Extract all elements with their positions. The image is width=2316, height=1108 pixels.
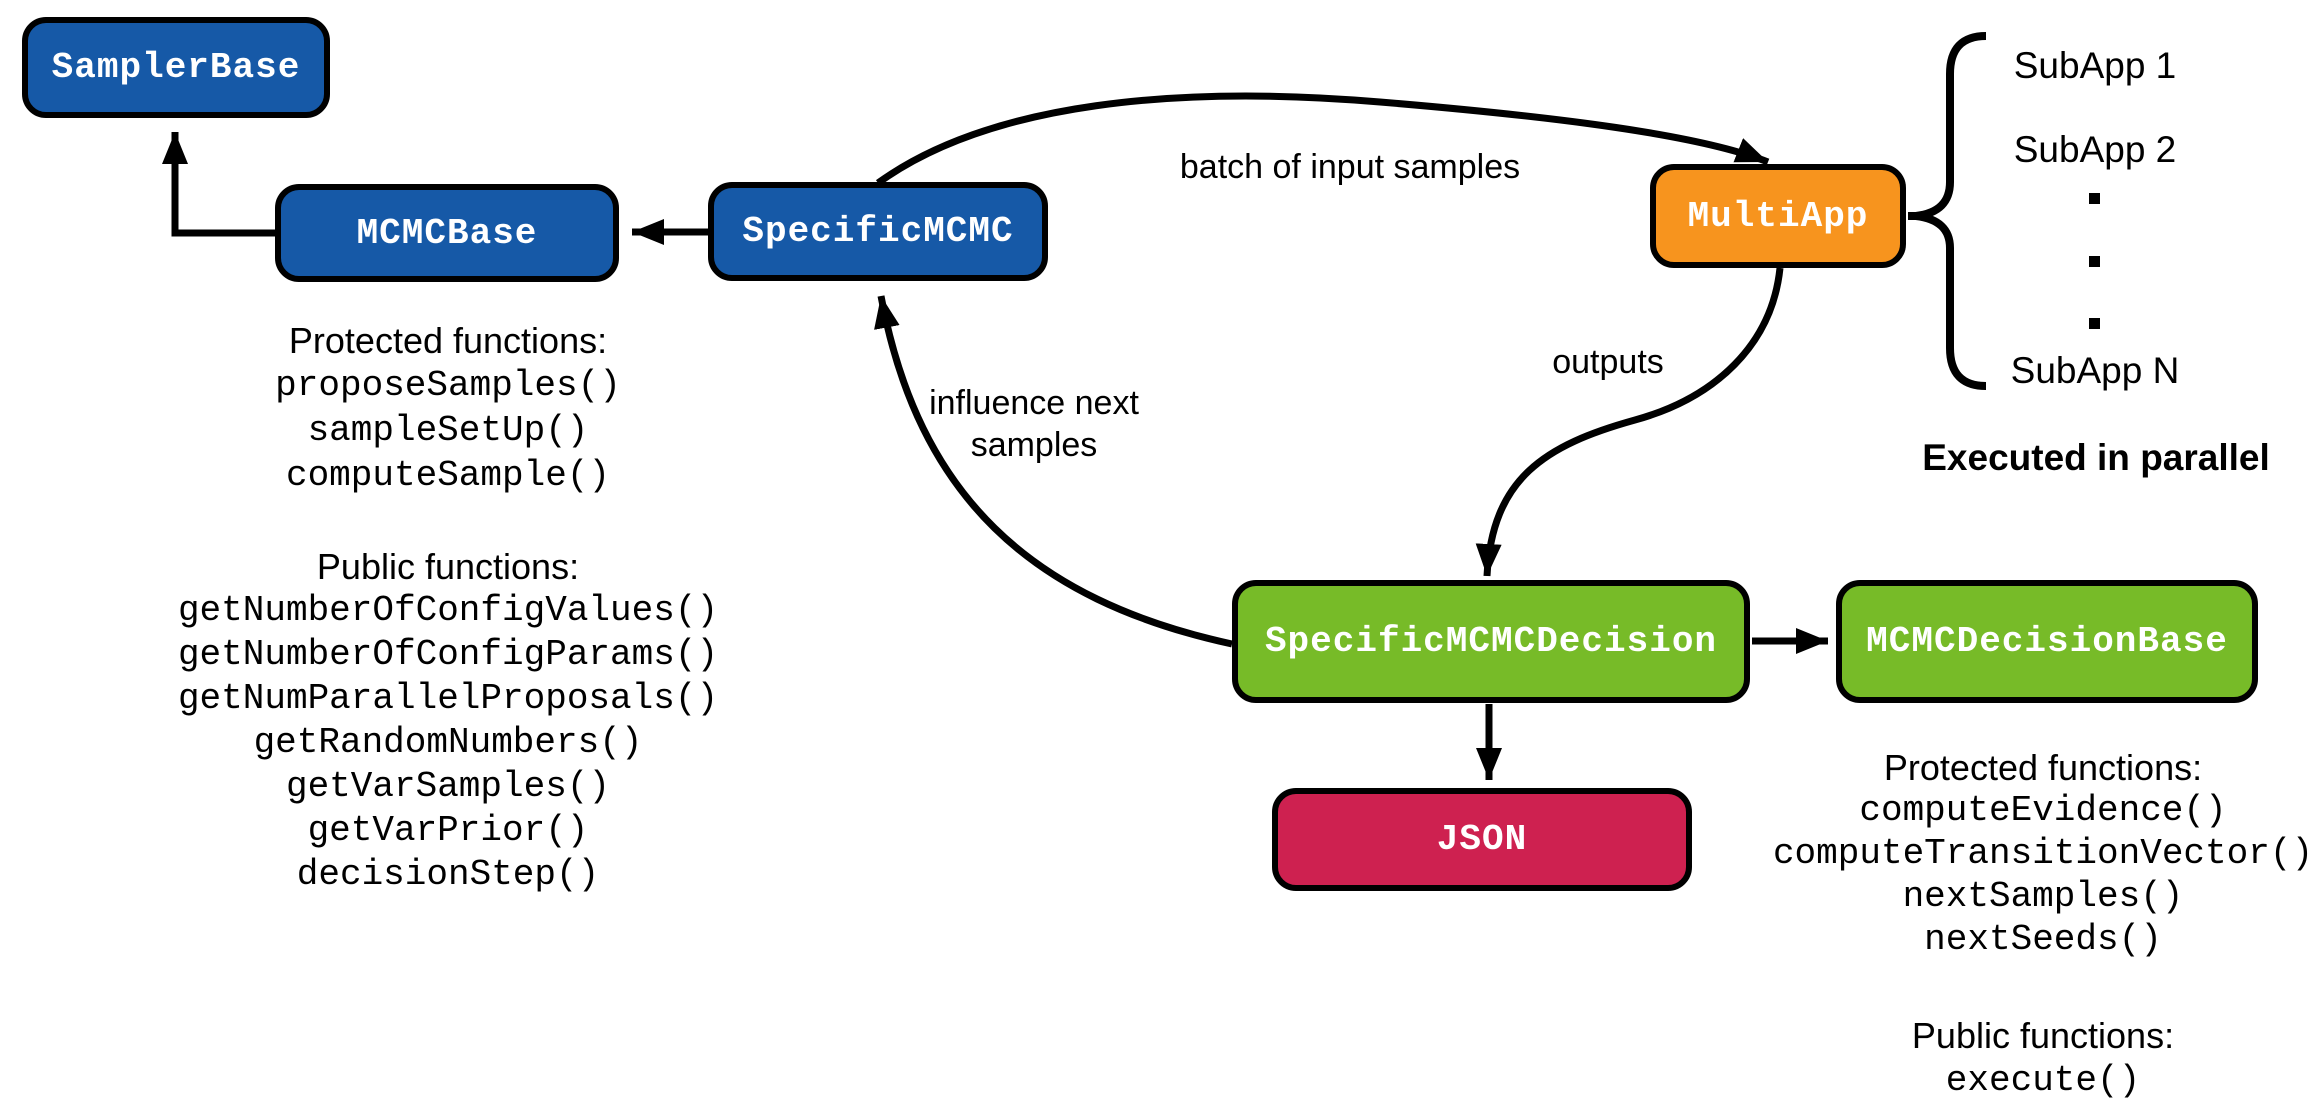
edge-batch-of-input-samples xyxy=(875,92,1770,186)
label-batch-of-input-samples: batch of input samples xyxy=(1179,148,1521,186)
ellipsis-dot xyxy=(2089,193,2100,204)
subapp-item-1: SubApp 1 xyxy=(2013,45,2177,86)
function-item: getVarPrior() xyxy=(307,810,589,851)
subapp-brace xyxy=(1915,32,1987,390)
function-item: decisionStep() xyxy=(296,854,600,895)
node-mcmcdecisionbase: MCMCDecisionBase xyxy=(1836,580,2258,703)
function-item: computeTransitionVector() xyxy=(1772,833,2314,874)
public-functions-title: Public functions: xyxy=(1911,1015,2175,1056)
edge-mcmcbase-to-samplerbase xyxy=(162,132,275,237)
function-item: getNumberOfConfigValues() xyxy=(177,590,719,631)
decisionbase-public-functions: Public functions: execute() xyxy=(1743,1013,2316,1103)
edge-influence-next-samples xyxy=(874,295,1233,648)
function-item: getVarSamples() xyxy=(285,766,611,807)
node-specificmcmc-label: SpecificMCMC xyxy=(742,211,1014,252)
node-json: JSON xyxy=(1272,788,1692,891)
decisionbase-protected-functions: Protected functions: computeEvidence() c… xyxy=(1748,746,2316,961)
function-item: sampleSetUp() xyxy=(307,410,589,451)
function-item: computeSample() xyxy=(285,455,611,496)
ellipsis-dot xyxy=(2089,256,2100,267)
function-item: nextSeeds() xyxy=(1924,919,2162,960)
edge-multiapp-outputs xyxy=(1475,267,1784,577)
mcmcbase-protected-functions: Protected functions: proposeSamples() sa… xyxy=(178,318,718,498)
node-specificmcmcdecision-label: SpecificMCMCDecision xyxy=(1264,621,1718,662)
label-influence-next-samples: influence next samples xyxy=(929,382,1139,466)
node-samplerbase: SamplerBase xyxy=(22,17,330,118)
label-outputs: outputs xyxy=(1552,343,1664,381)
protected-functions-title: Protected functions: xyxy=(288,320,608,361)
function-item: proposeSamples() xyxy=(275,365,621,406)
function-item: execute() xyxy=(1945,1060,2141,1101)
mcmcbase-public-functions: Public functions: getNumberOfConfigValue… xyxy=(158,545,738,897)
function-item: computeEvidence() xyxy=(1859,790,2227,831)
function-item: getNumberOfConfigParams() xyxy=(177,634,719,675)
public-functions-title: Public functions: xyxy=(316,546,580,587)
node-mcmcbase: MCMCBase xyxy=(275,184,619,282)
node-specificmcmcdecision: SpecificMCMCDecision xyxy=(1232,580,1750,703)
node-mcmcdecisionbase-label: MCMCDecisionBase xyxy=(1866,621,2228,662)
node-samplerbase-label: SamplerBase xyxy=(51,47,301,88)
label-influence-line1: influence next xyxy=(929,384,1139,422)
label-influence-line2: samples xyxy=(970,426,1098,464)
subapp-item-2: SubApp 2 xyxy=(2013,129,2177,170)
ellipsis-dot xyxy=(2089,318,2100,329)
node-mcmcbase-label: MCMCBase xyxy=(356,212,538,254)
function-item: nextSamples() xyxy=(1902,876,2184,917)
executed-in-parallel-caption: Executed in parallel xyxy=(1922,437,2270,478)
protected-functions-title: Protected functions: xyxy=(1883,747,2203,788)
function-item: getRandomNumbers() xyxy=(253,722,643,763)
node-multiapp-label: MultiApp xyxy=(1687,195,1869,237)
function-item: getNumParallelProposals() xyxy=(177,678,719,719)
node-json-label: JSON xyxy=(1436,819,1528,860)
subapp-item-n: SubApp N xyxy=(2010,350,2180,391)
node-multiapp: MultiApp xyxy=(1650,164,1906,268)
node-specificmcmc: SpecificMCMC xyxy=(708,182,1048,281)
